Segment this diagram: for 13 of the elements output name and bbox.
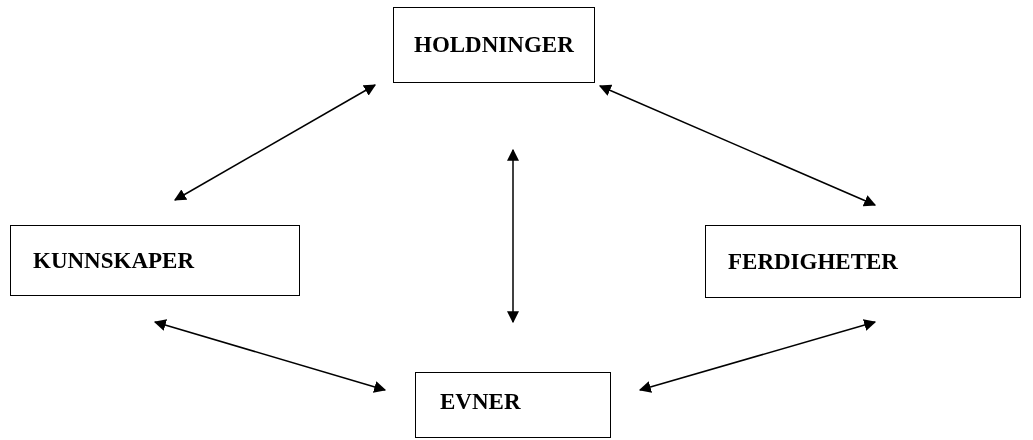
concept-label: HOLDNINGER — [414, 32, 574, 58]
concept-label: KUNNSKAPER — [33, 247, 194, 274]
concept-box — [705, 225, 1021, 298]
concept-box — [415, 372, 611, 438]
concept-label: EVNER — [440, 389, 521, 415]
concept-box — [393, 7, 595, 83]
concept-label: FERDIGHETER — [728, 248, 898, 275]
concept-box — [10, 225, 300, 296]
double-arrow — [638, 319, 877, 393]
double-arrow — [507, 148, 519, 324]
double-arrow — [598, 84, 877, 207]
double-arrow — [173, 84, 377, 201]
double-arrow — [153, 319, 387, 393]
